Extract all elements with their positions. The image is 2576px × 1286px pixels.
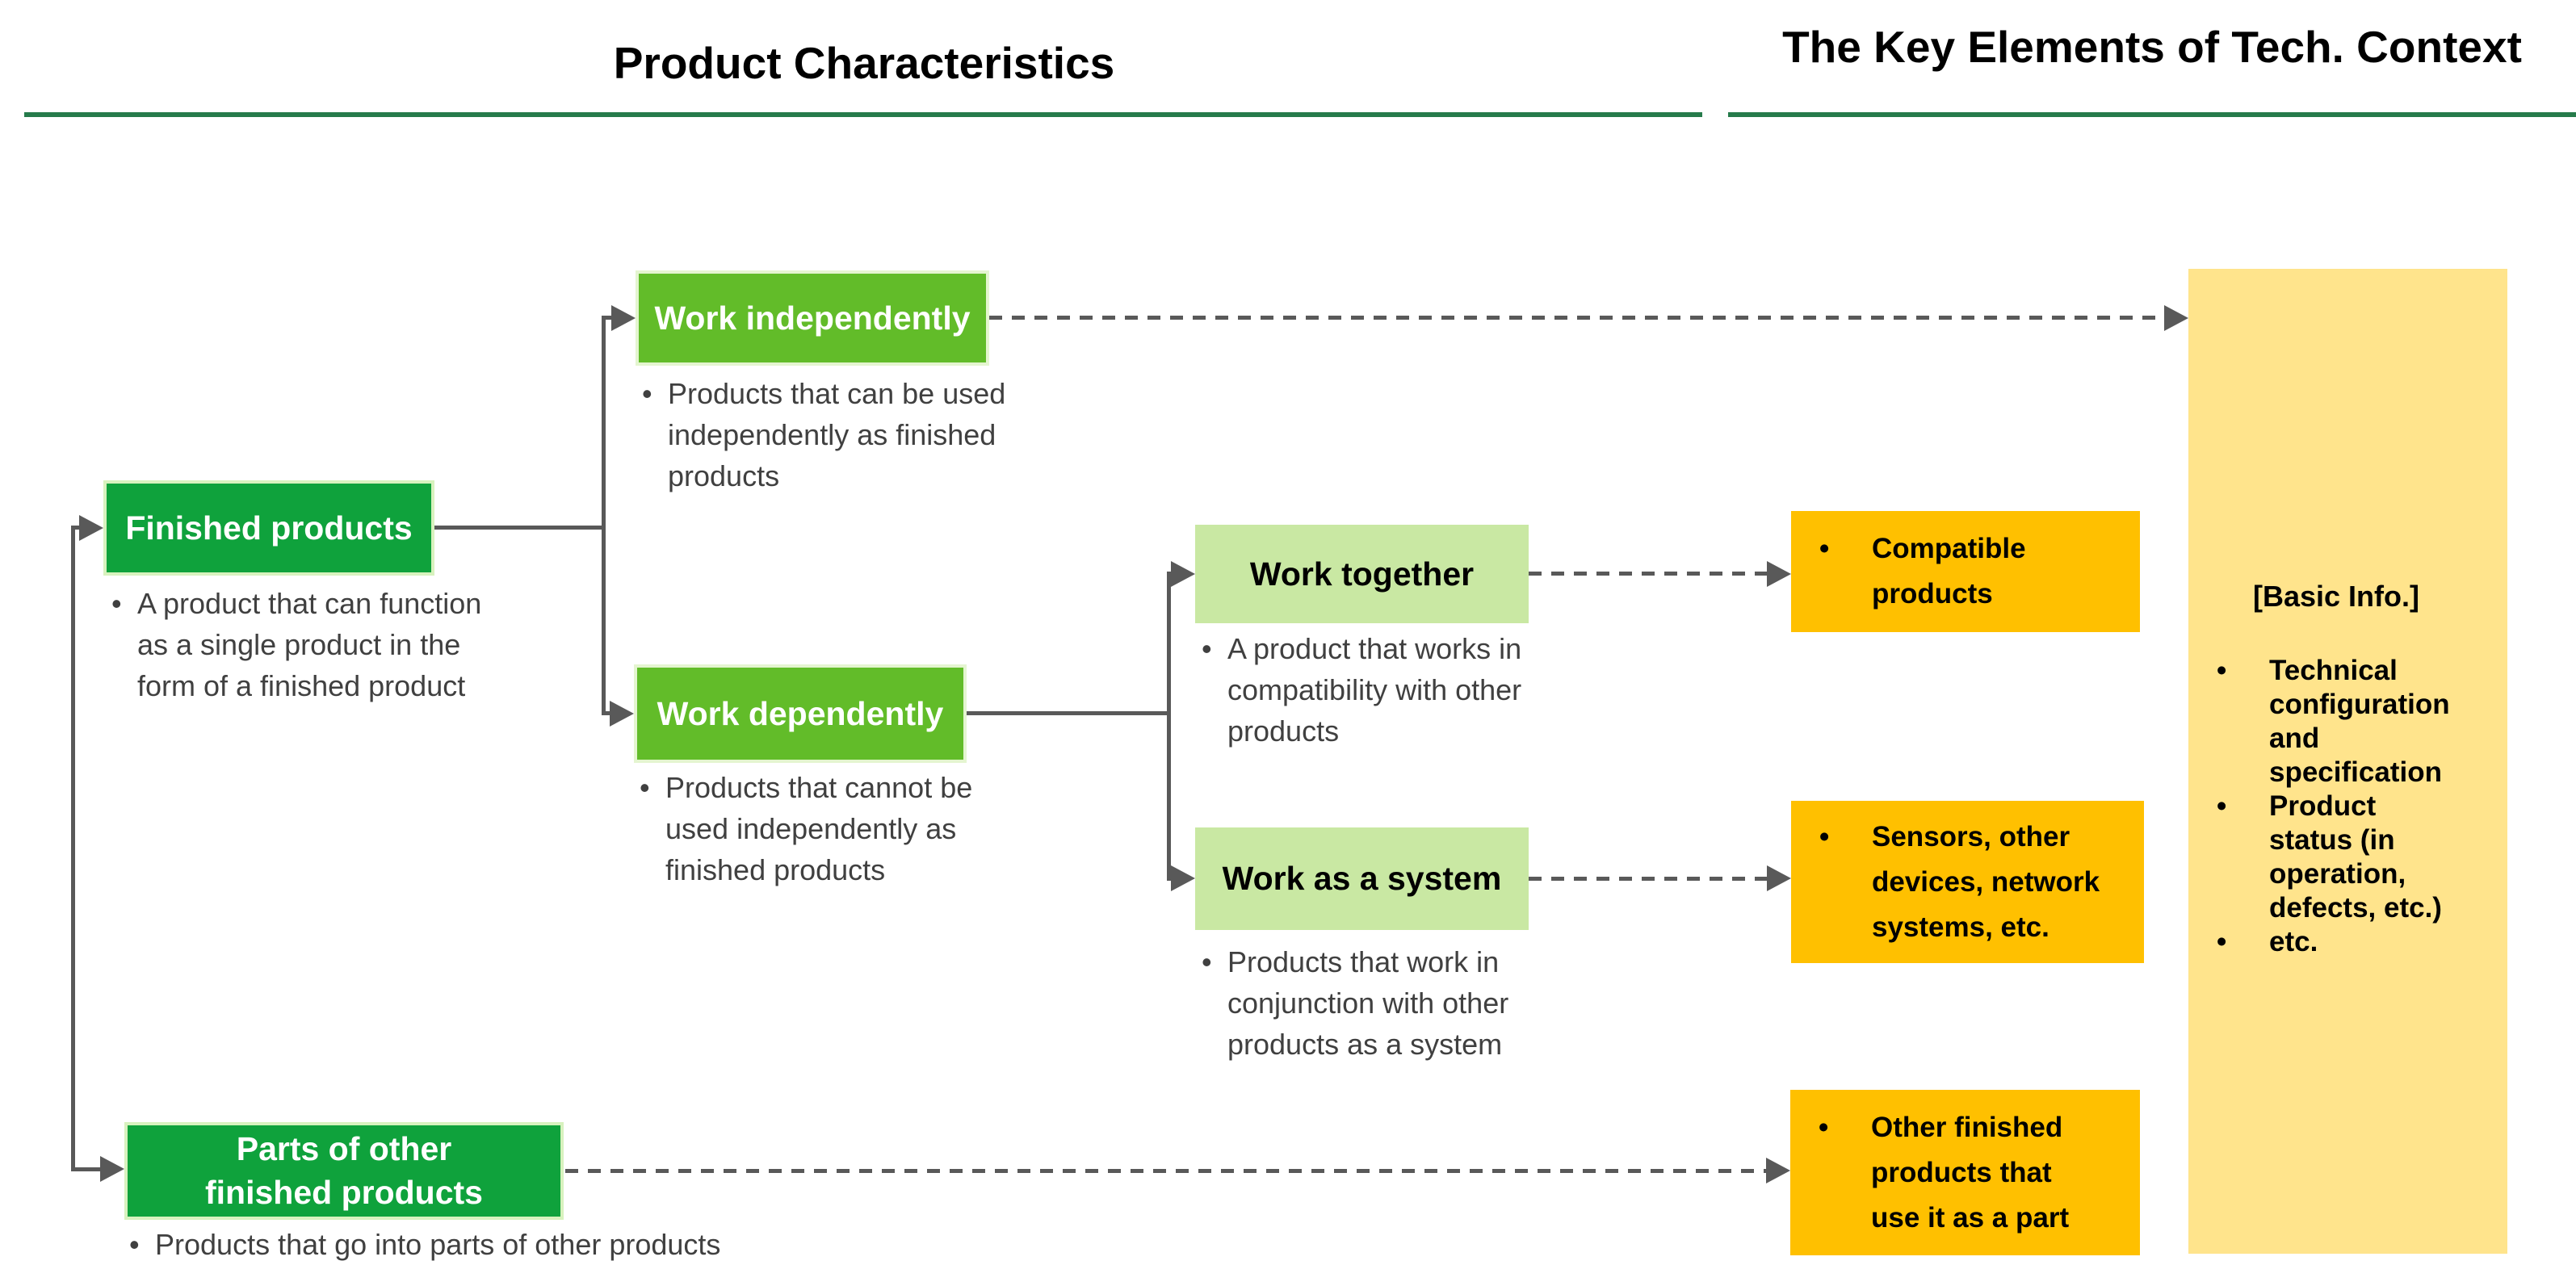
connector-branch1-vertical bbox=[602, 316, 606, 715]
callout-compatible-products: • Compatible products bbox=[1791, 511, 2140, 632]
dashed-line-independently-to-basic-info bbox=[989, 316, 2164, 320]
parts-of-other-description: • Products that go into parts of other p… bbox=[129, 1224, 921, 1265]
arrowhead-dashed-into-sensors bbox=[1767, 865, 1791, 891]
arrowhead-into-work-as-system bbox=[1171, 865, 1195, 891]
connector-dependently-to-branch bbox=[967, 711, 1171, 715]
connector-branch1-top bbox=[602, 316, 614, 320]
node-work-as-system: Work as a system bbox=[1195, 827, 1529, 930]
bullet-icon: • bbox=[1819, 820, 1830, 852]
connector-branch1-bottom bbox=[602, 711, 612, 715]
bullet-icon: • bbox=[1819, 533, 1830, 564]
arrowhead-dashed-into-other-finished bbox=[1766, 1158, 1790, 1183]
node-work-independently: Work independently bbox=[636, 270, 989, 366]
arrowhead-into-work-dependently bbox=[610, 701, 634, 727]
bullet-icon: • bbox=[111, 587, 122, 620]
node-work-dependently: Work dependently bbox=[634, 664, 967, 763]
bullet-icon: • bbox=[1819, 1111, 1829, 1143]
section-title-tech-context: The Key Elements of Tech. Context bbox=[1782, 22, 2522, 72]
basic-info-item: • Product status (in operation, defects,… bbox=[2217, 790, 2442, 924]
connector-left-bracket-top bbox=[71, 526, 82, 530]
dashed-line-parts-to-other-finished bbox=[565, 1169, 1766, 1173]
work-as-system-description: • Products that work in conjunction with… bbox=[1202, 941, 1638, 1065]
arrowhead-dashed-into-basic-info bbox=[2164, 305, 2188, 331]
bullet-icon: • bbox=[2217, 790, 2227, 822]
basic-info-panel: [Basic Info.] • Technical configuration … bbox=[2188, 269, 2507, 1254]
basic-info-item: • etc. bbox=[2217, 926, 2318, 957]
bullet-icon: • bbox=[1202, 632, 1212, 665]
work-independently-description: • Products that can be used independentl… bbox=[642, 373, 1078, 496]
node-finished-products: Finished products bbox=[103, 480, 434, 576]
callout-other-finished-products: • Other finished products that use it as… bbox=[1790, 1090, 2140, 1255]
bullet-icon: • bbox=[2217, 926, 2227, 957]
arrowhead-into-finished-products bbox=[79, 515, 103, 541]
bullet-icon: • bbox=[640, 771, 650, 804]
node-parts-of-other-finished-products: Parts of other finished products bbox=[124, 1122, 564, 1220]
callout-sensors-devices-networks: • Sensors, other devices, network system… bbox=[1791, 801, 2144, 963]
node-work-together: Work together bbox=[1195, 525, 1529, 623]
section-divider-left bbox=[24, 112, 1702, 117]
arrowhead-dashed-into-compatible bbox=[1767, 561, 1791, 587]
arrowhead-into-parts-of-other bbox=[100, 1156, 124, 1182]
connector-left-bracket-vertical bbox=[71, 526, 75, 1171]
connector-finished-to-branch bbox=[434, 526, 606, 530]
arrowhead-into-work-together bbox=[1171, 561, 1195, 587]
work-together-description: • A product that works in compatibility … bbox=[1202, 628, 1638, 752]
dashed-line-system-to-sensors bbox=[1529, 877, 1767, 881]
bullet-icon: • bbox=[2217, 655, 2227, 686]
arrowhead-into-work-independently bbox=[611, 305, 636, 331]
connector-branch2-vertical bbox=[1167, 572, 1171, 881]
dashed-line-together-to-compatible bbox=[1529, 572, 1767, 576]
bullet-icon: • bbox=[642, 377, 652, 410]
finished-products-description: • A product that can function as a singl… bbox=[111, 583, 548, 706]
bullet-icon: • bbox=[1202, 945, 1212, 978]
section-divider-right bbox=[1728, 112, 2576, 117]
basic-info-item: • Technical configuration and specificat… bbox=[2217, 655, 2450, 788]
work-dependently-description: • Products that cannot be used independe… bbox=[640, 767, 1076, 890]
basic-info-header: [Basic Info.] bbox=[2253, 580, 2420, 613]
connector-left-bracket-bottom bbox=[71, 1167, 102, 1171]
section-title-product-characteristics: Product Characteristics bbox=[613, 38, 1115, 88]
bullet-icon: • bbox=[129, 1228, 140, 1261]
